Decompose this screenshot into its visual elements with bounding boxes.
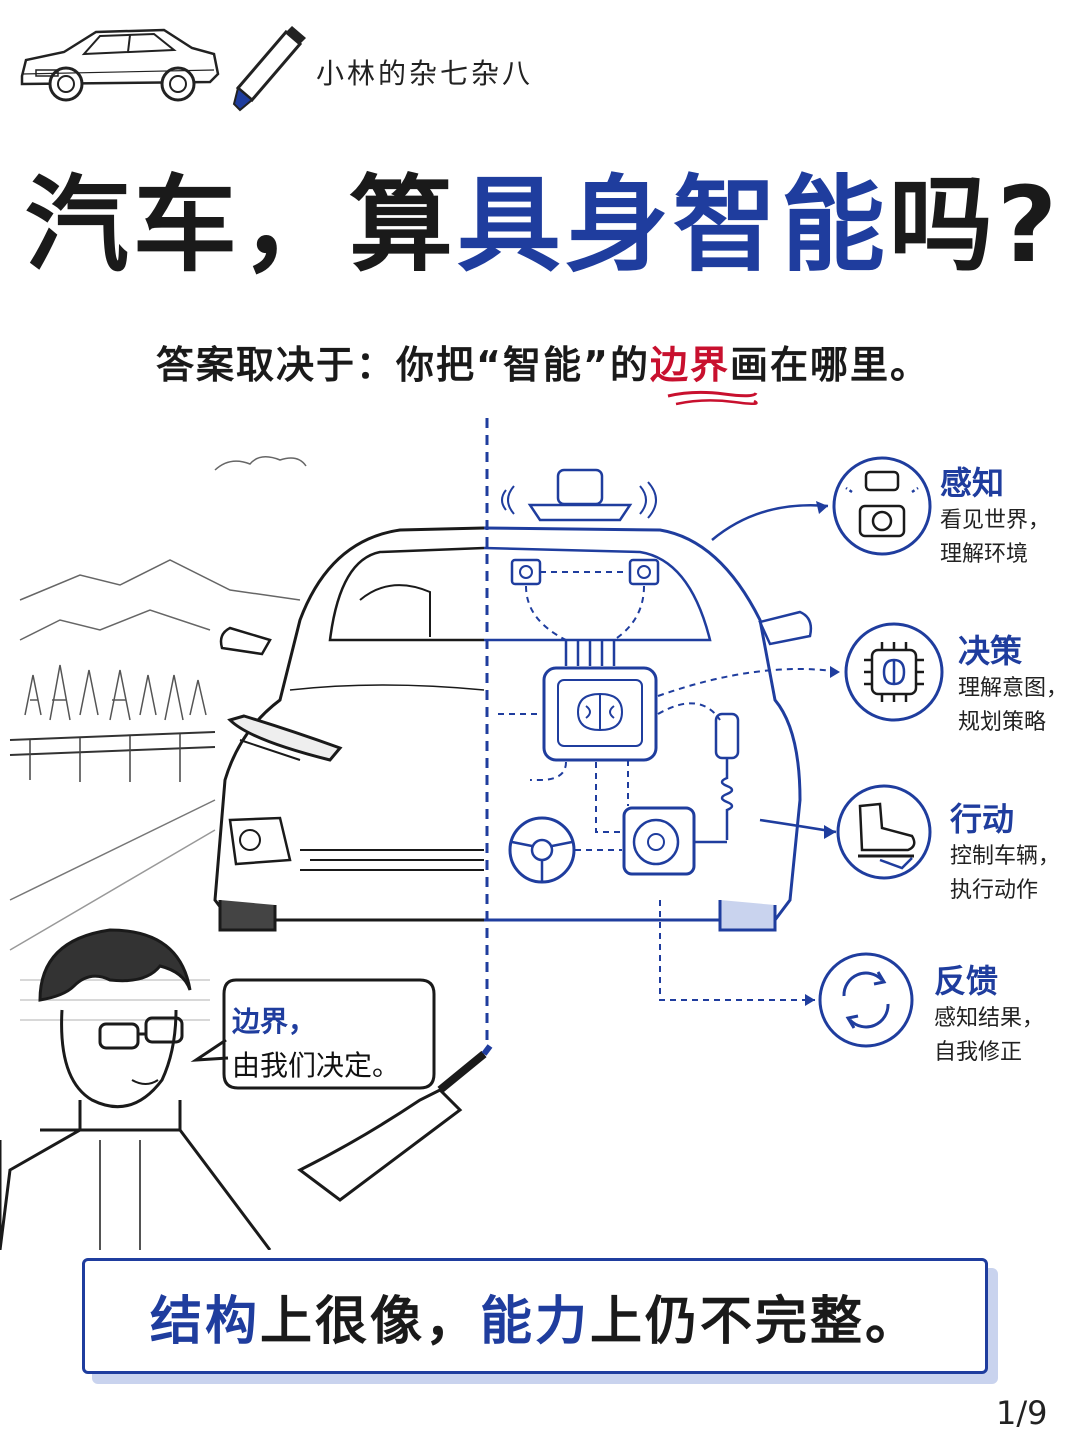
feature-desc-action-2: 执行动作 — [950, 878, 1039, 903]
cycle-arrows-icon — [842, 971, 890, 1029]
speech-line-1: 边界， — [232, 1005, 317, 1038]
feature-desc-feedback-2: 自我修正 — [934, 1040, 1023, 1065]
feature-decision: 决策 理解意图， 规划策略 — [958, 626, 1068, 740]
flow-arrows — [498, 571, 841, 1001]
brand-name: 小林的杂七杂八 — [316, 57, 534, 90]
feature-desc-action-1: 控制车辆， — [950, 844, 1061, 869]
feature-desc-perception-1: 看见世界， — [940, 508, 1051, 533]
feature-perception: 感知 看见世界， 理解环境 — [940, 458, 1050, 572]
speech-bubble — [190, 978, 436, 1090]
conclusion-part4: 上仍不完整。 — [590, 1291, 921, 1352]
feature-feedback: 反馈 感知结果， 自我修正 — [934, 956, 1044, 1070]
foot-pedal-icon — [858, 802, 916, 870]
camera-lidar-icon — [845, 470, 919, 538]
feature-desc-feedback-1: 感知结果， — [934, 1006, 1045, 1031]
subtitle-prefix: 答案取决于：你把“智能”的 — [156, 343, 650, 387]
arrowheads — [805, 501, 840, 1006]
subtitle-suffix: 画在哪里。 — [729, 343, 930, 387]
feature-title-feedback: 反馈 — [934, 962, 999, 1000]
brain-chip-icon — [864, 642, 924, 702]
car-left-half — [213, 526, 485, 932]
marker-pen-icon — [232, 26, 306, 112]
car-illustration — [0, 418, 944, 1250]
conclusion-box: 结构上很像，能力上仍不完整。 — [82, 1258, 988, 1374]
conclusion-part2: 上很像， — [259, 1291, 480, 1352]
page-indicator: 1/9 — [996, 1394, 1048, 1432]
conclusion-part3: 能力 — [480, 1291, 591, 1352]
conclusion-part1: 结构 — [149, 1291, 260, 1352]
feature-action: 行动 控制车辆， 执行动作 — [950, 794, 1060, 908]
feature-desc-decision-2: 规划策略 — [958, 710, 1047, 735]
page-subtitle: 答案取决于：你把“智能”的边界画在哪里。 — [0, 334, 1086, 389]
presenter-sketch — [0, 928, 493, 1250]
title-prefix: 汽车，算 — [24, 164, 457, 286]
feature-title-perception: 感知 — [940, 464, 1005, 502]
page-title: 汽车，算具身智能吗? — [0, 168, 1086, 282]
speech-line-2: 由我们决定。 — [232, 1049, 401, 1082]
sports-car-sketch — [20, 28, 220, 102]
car-right-half-blueprint — [483, 468, 813, 932]
feature-circles — [818, 456, 944, 1048]
title-suffix: 吗? — [888, 164, 1062, 286]
subtitle-highlight: 边界 — [649, 343, 730, 387]
title-highlight: 具身智能 — [456, 164, 889, 286]
red-underline-scribble — [667, 390, 758, 406]
feature-desc-decision-1: 理解意图， — [958, 676, 1069, 701]
feature-desc-perception-2: 理解环境 — [940, 542, 1029, 567]
feature-title-decision: 决策 — [958, 632, 1023, 670]
speech-bubble-text: 边界， 由我们决定。 — [232, 1000, 422, 1088]
feature-title-action: 行动 — [950, 800, 1015, 838]
